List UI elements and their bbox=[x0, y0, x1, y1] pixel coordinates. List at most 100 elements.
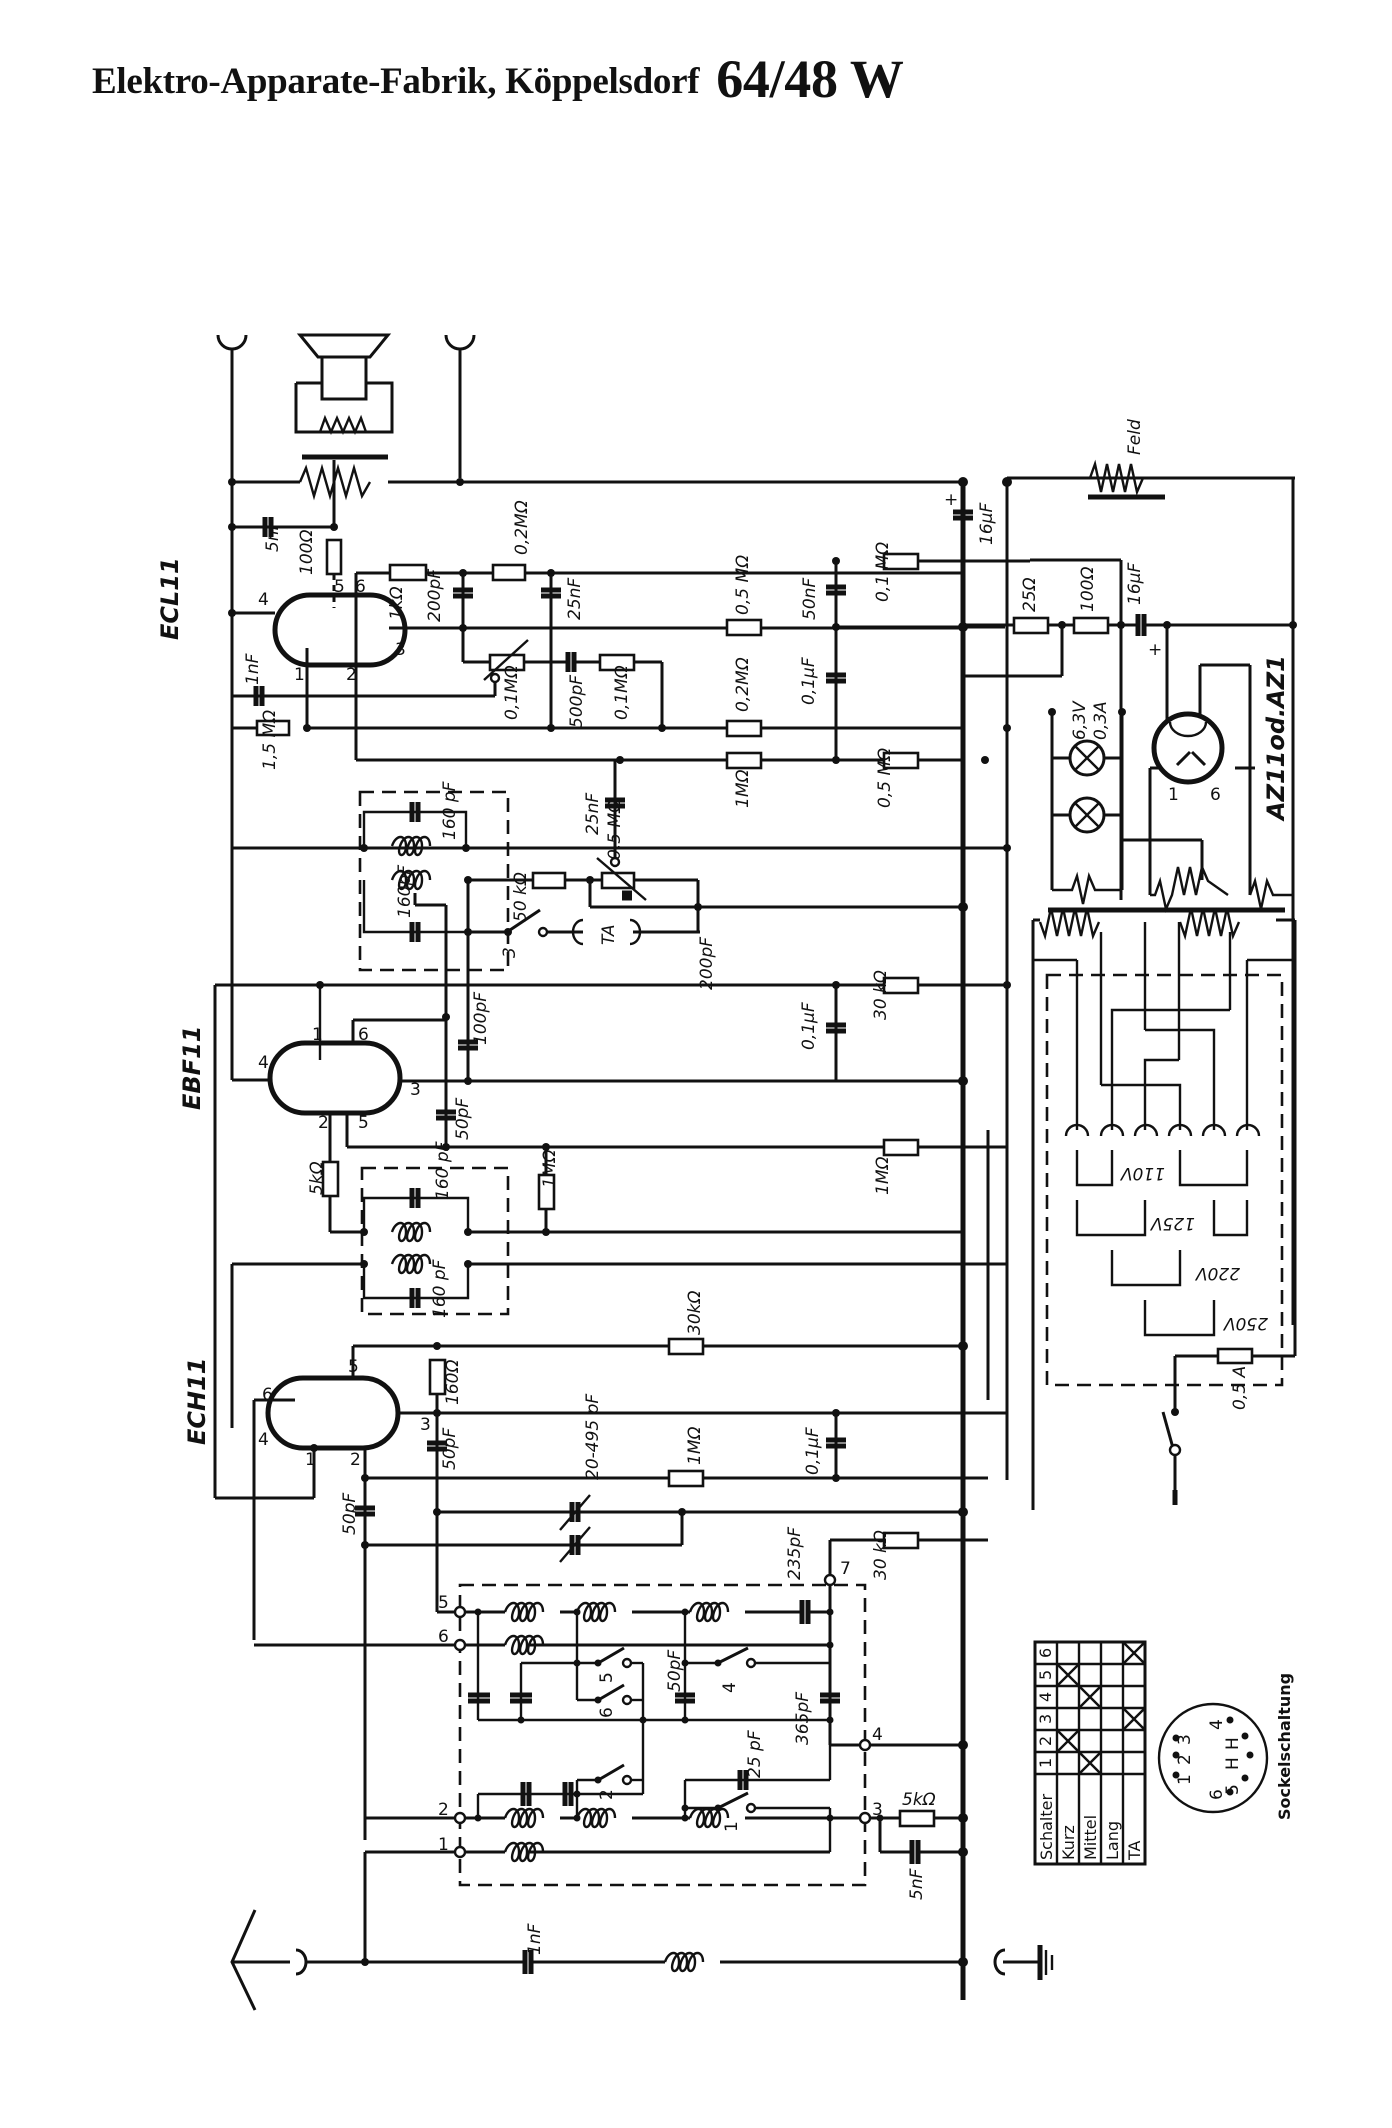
label-r-5k: 5kΩ bbox=[307, 1161, 327, 1195]
ground-icon bbox=[1037, 1945, 1054, 1980]
if-coil-icon bbox=[390, 1221, 432, 1243]
label-r-5k-coil: 5kΩ bbox=[902, 1790, 936, 1810]
socket-caption: Sockelschaltung bbox=[1275, 1673, 1294, 1820]
label-c-50p-b: 50pF bbox=[340, 1493, 360, 1535]
label-c-25p: 25 pF bbox=[745, 1730, 765, 1778]
pin-label: 2 bbox=[318, 1113, 329, 1133]
switch-table-header: Schalter bbox=[1037, 1794, 1056, 1860]
label-r-30k: 30 kΩ bbox=[871, 970, 891, 1020]
terminal-label: 2 bbox=[438, 1800, 449, 1820]
pin-label: 3 bbox=[410, 1080, 421, 1100]
label-r-anode: 100Ω bbox=[297, 530, 317, 575]
pin-label: 1 bbox=[312, 1025, 323, 1045]
model-number: 64/48 W bbox=[716, 49, 904, 109]
socket-pin: 3 bbox=[1175, 1734, 1195, 1745]
switch-column-header: 2 bbox=[1036, 1736, 1055, 1746]
label-field-coil: Feld bbox=[1125, 419, 1145, 455]
label-c-1n: 1nF bbox=[525, 1923, 545, 1955]
pin-label: 4 bbox=[258, 590, 269, 610]
tube-label-ecl11: ECL11 bbox=[156, 557, 184, 640]
switch-column-header: 5 bbox=[1036, 1670, 1055, 1680]
label-c-25n: 25nF bbox=[565, 578, 585, 620]
label-c-50p-a: 50pF bbox=[440, 1428, 460, 1470]
switch-label: 6 bbox=[597, 1707, 617, 1718]
label-r-05b: 0,5 MΩ bbox=[875, 748, 895, 808]
tube-ecl11 bbox=[272, 592, 408, 668]
label-r-1m: 1MΩ bbox=[733, 770, 753, 808]
antenna-coil-icon bbox=[575, 1807, 617, 1829]
pin-label: 1 bbox=[1168, 785, 1179, 805]
tube-ech11 bbox=[265, 1375, 401, 1451]
label-c-grid: 1nF bbox=[243, 653, 263, 685]
label-c-50n: 50nF bbox=[800, 578, 820, 620]
label-r-02b: 0,2MΩ bbox=[733, 657, 753, 712]
label-fuse: 0,5 A bbox=[1230, 1366, 1250, 1410]
osc-coil-icon bbox=[503, 1601, 545, 1623]
label-if-cap-bottom: 160pF bbox=[395, 865, 415, 918]
svg-text:+: + bbox=[944, 490, 958, 510]
terminal-label: 3 bbox=[872, 1800, 883, 1820]
pin-label: 6 bbox=[262, 1385, 273, 1405]
antenna-input: 1nF bbox=[230, 1909, 1054, 2011]
wave-trap-coil-icon bbox=[663, 1951, 705, 1973]
switch-row-label: Lang bbox=[1103, 1821, 1122, 1860]
terminal-label: 4 bbox=[872, 1725, 883, 1745]
socket-pin: 5 bbox=[1223, 1784, 1243, 1795]
terminal-label: 6 bbox=[438, 1627, 449, 1647]
label-r-50k: 50 kΩ bbox=[511, 872, 531, 922]
label-c-01u: 0,1µF bbox=[799, 657, 819, 705]
coil-block: 5 6 2 1 7 4 3 bbox=[254, 1559, 968, 1962]
dial-lamps: 6,3V 0,3A bbox=[1048, 700, 1126, 890]
pin-label: 2 bbox=[346, 665, 357, 685]
label-r-25: 25Ω bbox=[1020, 577, 1040, 612]
if-transformer-1 bbox=[358, 790, 510, 972]
label-c-25n-demod: 25nF bbox=[583, 793, 603, 835]
voltage-selector-box bbox=[1045, 973, 1284, 1387]
svg-text:+: + bbox=[1148, 640, 1162, 660]
label-c-235: 235pF bbox=[785, 1527, 805, 1580]
label-voltage-125: 125V bbox=[1150, 1213, 1195, 1233]
pin-label: 6 bbox=[358, 1025, 369, 1045]
manufacturer-name: Elektro-Apparate-Fabrik, Köppelsdorf bbox=[92, 61, 700, 102]
switch-row-label: Kurz bbox=[1059, 1825, 1078, 1860]
label-voltage-220: 220V bbox=[1195, 1263, 1240, 1283]
switch-mark-x bbox=[1056, 1729, 1080, 1753]
speaker-cone-icon bbox=[296, 333, 392, 359]
label-c-01u-mixer: 0,1µF bbox=[803, 1427, 823, 1475]
label-c-200p: 200pF bbox=[697, 937, 717, 990]
antenna-coil-icon bbox=[503, 1807, 545, 1829]
terminal-label: 5 bbox=[438, 1593, 449, 1613]
pin-label: 5 bbox=[334, 577, 345, 597]
switch-label: 4 bbox=[720, 1682, 740, 1693]
if-transformer-2 bbox=[360, 1166, 510, 1316]
label-r-30k-b: 30 kΩ bbox=[871, 1530, 891, 1580]
pin-label: 1 bbox=[305, 1450, 316, 1470]
label-r-30k-mixer: 30kΩ bbox=[685, 1291, 705, 1335]
pin-label: 3 bbox=[420, 1415, 431, 1435]
label-r-01: 0,1MΩ bbox=[612, 665, 632, 720]
power-supply: Feld 25Ω 100Ω 16µF + 1 6 AZ11od. bbox=[963, 419, 1297, 1510]
switch-label: 5 bbox=[597, 1672, 617, 1683]
label-lamp-a: 0,3A bbox=[1091, 701, 1111, 740]
label-r-1m-b: 1MΩ bbox=[873, 1157, 893, 1195]
switch-column-header: 1 bbox=[1036, 1758, 1055, 1768]
label-if-cap-top: 160 pF bbox=[440, 781, 460, 840]
label-c-5n: 5nF bbox=[907, 1868, 927, 1900]
label-c-01u-demod: 0,1µF bbox=[799, 1002, 819, 1050]
switch-row-label: Mittel bbox=[1081, 1815, 1100, 1860]
osc-coil-icon bbox=[688, 1601, 730, 1623]
if-coil-icon bbox=[390, 1253, 432, 1275]
pin-label: 5 bbox=[358, 1113, 369, 1133]
field-coil bbox=[1088, 459, 1145, 496]
label-c-50p-demod: 50pF bbox=[453, 1098, 473, 1140]
label-r-05a: 0,5 MΩ bbox=[733, 555, 753, 615]
label-r-grid: 1,5 MΩ bbox=[260, 710, 280, 770]
label-tuning-cap: 20-495 pF bbox=[583, 1394, 603, 1480]
tube-socket-icon bbox=[1157, 1702, 1269, 1814]
socket-pin: 1 bbox=[1175, 1774, 1195, 1785]
power-switch bbox=[1161, 1408, 1182, 1505]
label-c-100p: 100pF bbox=[471, 992, 491, 1045]
label-pot-tone: 0,1MΩ bbox=[502, 665, 522, 720]
ech11-stage: ECH11 160 pF 160 pF 160Ω 30kΩ 50pF bbox=[183, 1141, 1007, 1840]
